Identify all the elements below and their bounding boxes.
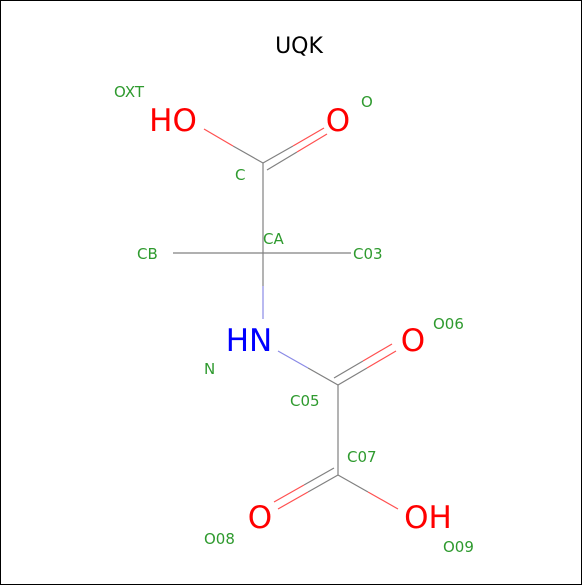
label-c03: C03 (353, 245, 383, 263)
bond-c05-o06-a (337, 367, 368, 386)
bond-n-c05 (277, 350, 309, 369)
bond-c07-o09 (337, 474, 369, 493)
bond-n-c05-2 (307, 367, 339, 386)
label-cb: CB (137, 245, 158, 263)
label-o: O (361, 93, 373, 111)
atom-o-top: O (326, 103, 350, 139)
bond-c07-o08-b (303, 467, 335, 486)
bond-c07-o08-a2 (277, 491, 309, 510)
label-c: C (235, 166, 245, 184)
bond-c07-o08-a (307, 474, 339, 493)
atom-hn: HN (226, 323, 273, 359)
bond-c-o-b (266, 151, 298, 171)
label-o08: O08 (204, 530, 235, 548)
bond-c05-o06-a2 (366, 350, 397, 369)
bond-c-o-b2 (296, 133, 328, 153)
atom-oh-bottom: OH (404, 500, 452, 536)
bond-c05-o06-b (333, 360, 364, 379)
label-n: N (204, 360, 215, 378)
label-o06: O06 (433, 315, 464, 333)
bond-c05-o06-b2 (362, 343, 393, 362)
bond-c-o-a (262, 145, 294, 164)
label-c07: C07 (347, 448, 377, 466)
atom-labels: OXT O C CA CB C03 N O06 C05 C07 O08 O09 (114, 83, 474, 556)
label-ca: CA (263, 230, 284, 248)
bond-c-oxt-o (203, 128, 234, 147)
label-o09: O09 (443, 538, 474, 556)
atom-o08: O (248, 500, 272, 536)
bond-c-o-a2 (292, 127, 325, 147)
bond-c07-o08-b2 (273, 484, 305, 503)
label-c05: C05 (290, 392, 320, 410)
label-oxt: OXT (114, 83, 145, 101)
bond-c07-o09-2 (367, 491, 399, 510)
bond-c-oxt (232, 145, 264, 164)
atom-ho-top: HO (149, 103, 197, 139)
atom-o06: O (401, 323, 425, 359)
atom-symbols: HO O HN O O OH (149, 103, 452, 536)
diagram-title: UQK (275, 34, 323, 59)
bonds (173, 127, 399, 510)
